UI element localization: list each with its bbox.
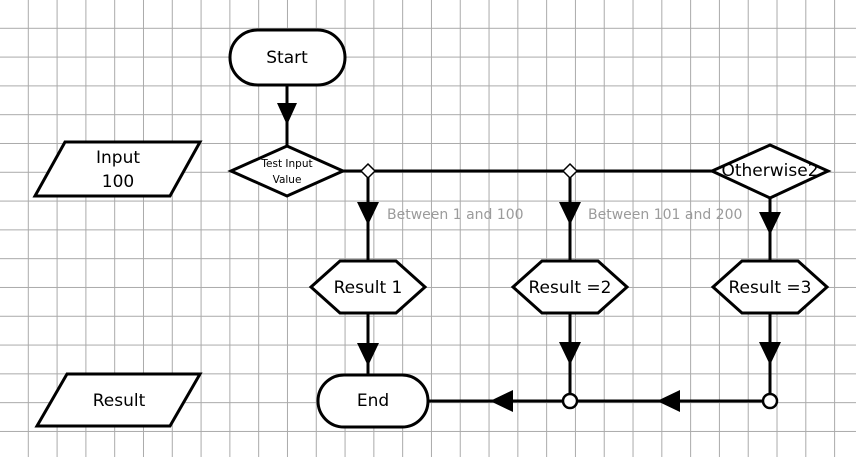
edge-label-between-1-100: Between 1 and 100 — [387, 207, 524, 223]
edge-result2-to-bus — [559, 313, 581, 401]
edge-start-to-test — [277, 85, 297, 145]
arrow-head-icon — [277, 103, 297, 125]
node-result1[interactable]: Result 1 — [308, 259, 428, 315]
arrow-head-icon — [357, 343, 379, 366]
edge-bottom-bus-to-end — [428, 390, 770, 412]
node-result2-label: Result =2 — [529, 278, 612, 298]
node-otherwise2[interactable]: Otherwise2 — [708, 143, 832, 200]
node-start[interactable]: Start — [228, 28, 347, 87]
edge-label-between-101-200: Between 101 and 200 — [588, 207, 742, 223]
node-result3-label: Result =3 — [729, 278, 812, 298]
arrow-head-icon — [759, 342, 781, 365]
node-input-label-line2: 100 — [102, 172, 134, 192]
node-end[interactable]: End — [316, 373, 430, 429]
node-result2[interactable]: Result =2 — [510, 259, 630, 315]
junction-diamond-branch2[interactable] — [561, 162, 579, 180]
node-test-label-line2: Value — [273, 174, 302, 186]
node-otherwise2-label: Otherwise2 — [721, 161, 818, 181]
node-result1-label: Result 1 — [334, 278, 403, 298]
edge-test-to-result1 — [357, 171, 379, 261]
node-test-input-value[interactable]: Test Input Value — [227, 144, 347, 198]
arrow-head-icon — [490, 390, 513, 412]
node-input[interactable]: Input 100 — [32, 140, 203, 198]
arrow-head-icon — [559, 342, 581, 365]
arrow-head-icon — [657, 390, 680, 412]
edge-otherwise2-to-result3 — [759, 198, 781, 261]
node-result[interactable]: Result — [34, 372, 203, 428]
arrow-head-icon — [357, 202, 379, 225]
junction-circle-result2[interactable] — [561, 392, 579, 410]
node-test-label-line1: Test Input — [260, 158, 312, 170]
node-input-label-line1: Input — [96, 148, 140, 168]
junction-diamond-branch1[interactable] — [359, 162, 377, 180]
node-start-label: Start — [266, 48, 308, 68]
edge-test-to-result2 — [559, 171, 581, 261]
node-result3[interactable]: Result =3 — [710, 259, 830, 315]
node-result-label: Result — [93, 391, 146, 411]
junction-circle-result3[interactable] — [761, 392, 779, 410]
edge-result1-to-end — [357, 313, 379, 376]
node-end-label: End — [357, 391, 389, 411]
arrow-head-icon — [559, 202, 581, 225]
arrow-head-icon — [759, 212, 781, 235]
edge-result3-to-bus — [759, 313, 781, 401]
